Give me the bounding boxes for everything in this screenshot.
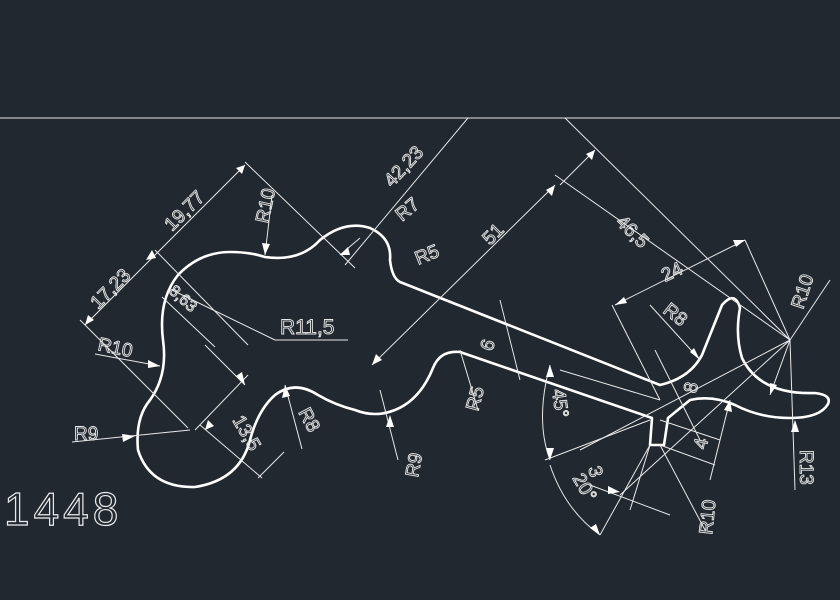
radius-r13: R13: [795, 450, 816, 485]
dim-46-5: 46,5: [611, 212, 652, 253]
dimension-line: [559, 369, 661, 401]
dimension-line: [204, 344, 246, 386]
dimension-line: [659, 444, 706, 531]
arrowhead: [586, 150, 595, 160]
radius-r10-top: R10: [252, 187, 280, 225]
arrowhead: [372, 354, 382, 365]
dimension-line: [84, 164, 246, 326]
angle-45: 45°: [547, 388, 572, 419]
arrowhead: [122, 434, 135, 442]
dimension-line: [659, 444, 716, 466]
arrowhead: [590, 524, 600, 535]
arrowhead: [85, 315, 94, 325]
radius-r5-top: R5: [412, 241, 442, 270]
arrowhead: [146, 250, 156, 260]
dim-8: 8: [680, 380, 703, 395]
radius-r9-left: R9: [74, 424, 98, 445]
dimension-line: [257, 451, 285, 479]
arrowhead: [608, 486, 620, 494]
radius-r11-5: R11,5: [280, 316, 334, 339]
arrowhead: [690, 348, 700, 360]
dimension-line: [659, 419, 721, 441]
part-outline: [136, 224, 830, 489]
dimension-line: [599, 444, 651, 536]
radius-r8-right: R8: [659, 299, 691, 331]
dim-4: 4: [690, 436, 713, 451]
dimension-line: [709, 399, 731, 481]
arrowhead: [262, 243, 270, 255]
angle-arc-45: [542, 364, 551, 461]
arrowhead: [791, 420, 799, 432]
dim-17-23: 17,23: [87, 265, 135, 313]
dimension-line: [589, 484, 671, 516]
dimension-line: [629, 444, 651, 511]
dimension-line: [554, 174, 791, 341]
arrowhead: [724, 400, 732, 412]
dimension-line: [619, 339, 791, 496]
arrowhead: [148, 360, 160, 368]
radius-r5-bottom: R5: [463, 384, 490, 413]
dimension-line: [161, 296, 216, 348]
dim-24: 24: [658, 258, 686, 286]
arrowhead: [282, 385, 290, 398]
dimension-line: [789, 339, 796, 491]
arrowhead: [236, 372, 245, 385]
dimension-line: [544, 419, 651, 461]
radius-r8-bottom: R8: [294, 404, 324, 435]
arrowhead: [205, 420, 214, 430]
dimension-line: [654, 349, 701, 441]
radius-r10-left: R10: [96, 334, 134, 362]
dim-19-77: 19,77: [161, 187, 209, 235]
arrowhead: [546, 365, 554, 377]
radius-r10-right: R10: [788, 272, 819, 312]
arrowhead: [546, 448, 554, 460]
dimension-arrowheads: [85, 150, 799, 535]
radius-r9-bottom: R9: [402, 451, 427, 479]
dimension-line: [199, 424, 263, 479]
dimension-line: [371, 184, 556, 366]
arrowhead: [340, 247, 350, 255]
arrowhead: [386, 415, 394, 427]
dimension-line: [611, 304, 661, 401]
dimension-line: [344, 117, 469, 266]
drawing-number: 1448: [4, 483, 122, 535]
dimension-line: [744, 239, 791, 341]
dimension-lines: [71, 117, 831, 536]
dimension-line: [499, 299, 521, 381]
arrowhead: [236, 165, 245, 174]
dimension-line: [614, 239, 746, 306]
arrowhead: [733, 240, 745, 247]
dimension-line: [579, 339, 791, 451]
radius-r10-bottom: R10: [696, 499, 721, 536]
dimension-line: [194, 374, 249, 431]
arrowhead: [546, 185, 555, 196]
dimension-line: [244, 161, 356, 269]
dimension-line: [154, 249, 249, 346]
dim-51: 51: [479, 220, 509, 250]
dim-6: 6: [477, 337, 500, 354]
dimension-line: [789, 279, 831, 341]
dimension-line: [79, 319, 189, 429]
dimension-line: [171, 289, 276, 341]
radius-r7: R7: [392, 194, 424, 226]
dimension-line: [564, 117, 791, 341]
dim-42-23: 42,23: [380, 142, 428, 191]
arrowhead: [770, 383, 777, 395]
dimension-line: [459, 349, 479, 411]
arrowhead: [615, 297, 627, 305]
